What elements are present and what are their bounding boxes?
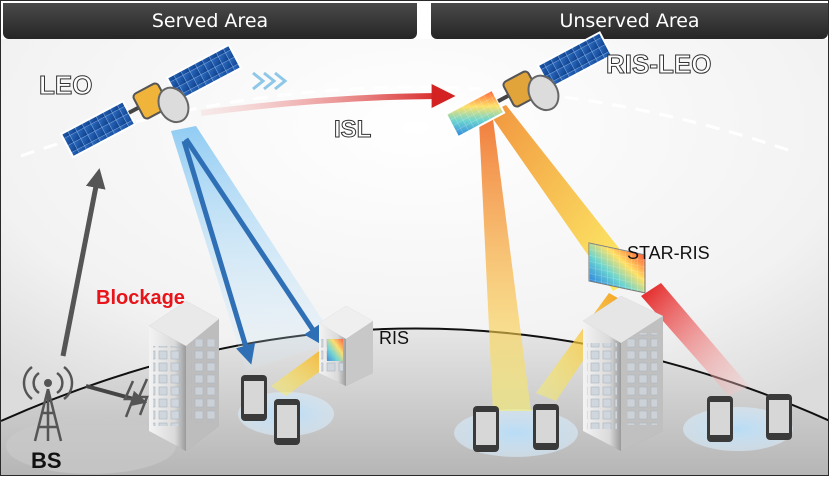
leo-to-ris-arrow (183, 137, 324, 346)
isl-label: ISL (334, 116, 371, 143)
isl-arrow (200, 84, 456, 116)
bs-uplink-arrow (60, 168, 106, 357)
earth-horizon (1, 327, 828, 422)
orbit-direction-icon (252, 71, 288, 91)
bs-label: BS (31, 448, 62, 473)
blockage-label: Blockage (96, 287, 185, 309)
leo-beam (171, 126, 336, 371)
smartphone-icon (241, 375, 267, 421)
served-area-header: Served Area (3, 3, 417, 39)
lightning-icon (123, 378, 149, 418)
orbit-path (20, 85, 792, 158)
smartphone-icon (274, 399, 300, 445)
leo-direct-arrow (181, 140, 256, 365)
tower-icon (22, 366, 74, 442)
ris-leo-beam-ground (479, 119, 531, 411)
star-ris-label: STAR-RIS (627, 243, 710, 263)
star-ris-beam-right (641, 283, 749, 396)
star-ris-building-icon (583, 296, 663, 451)
ris-satellite-icon (444, 31, 614, 139)
smartphone-icon (533, 404, 559, 450)
ris-leo-beam-star-ris (489, 105, 641, 291)
leo-label: LEO (39, 70, 92, 100)
star-ris-panel-icon (588, 242, 646, 294)
satellite-icon (59, 43, 243, 159)
coverage-area-leo (454, 409, 578, 457)
ris-building-icon (319, 306, 373, 386)
building-icon (149, 301, 219, 451)
smartphone-icon (473, 406, 499, 452)
unserved-area-header: Unserved Area (431, 3, 828, 39)
ris-label: RIS (379, 328, 409, 348)
ris-panel-icon (327, 339, 343, 361)
ris-leo-label: RIS-LEO (606, 49, 711, 79)
smartphone-icon (707, 396, 733, 442)
smartphone-icon (766, 394, 792, 440)
